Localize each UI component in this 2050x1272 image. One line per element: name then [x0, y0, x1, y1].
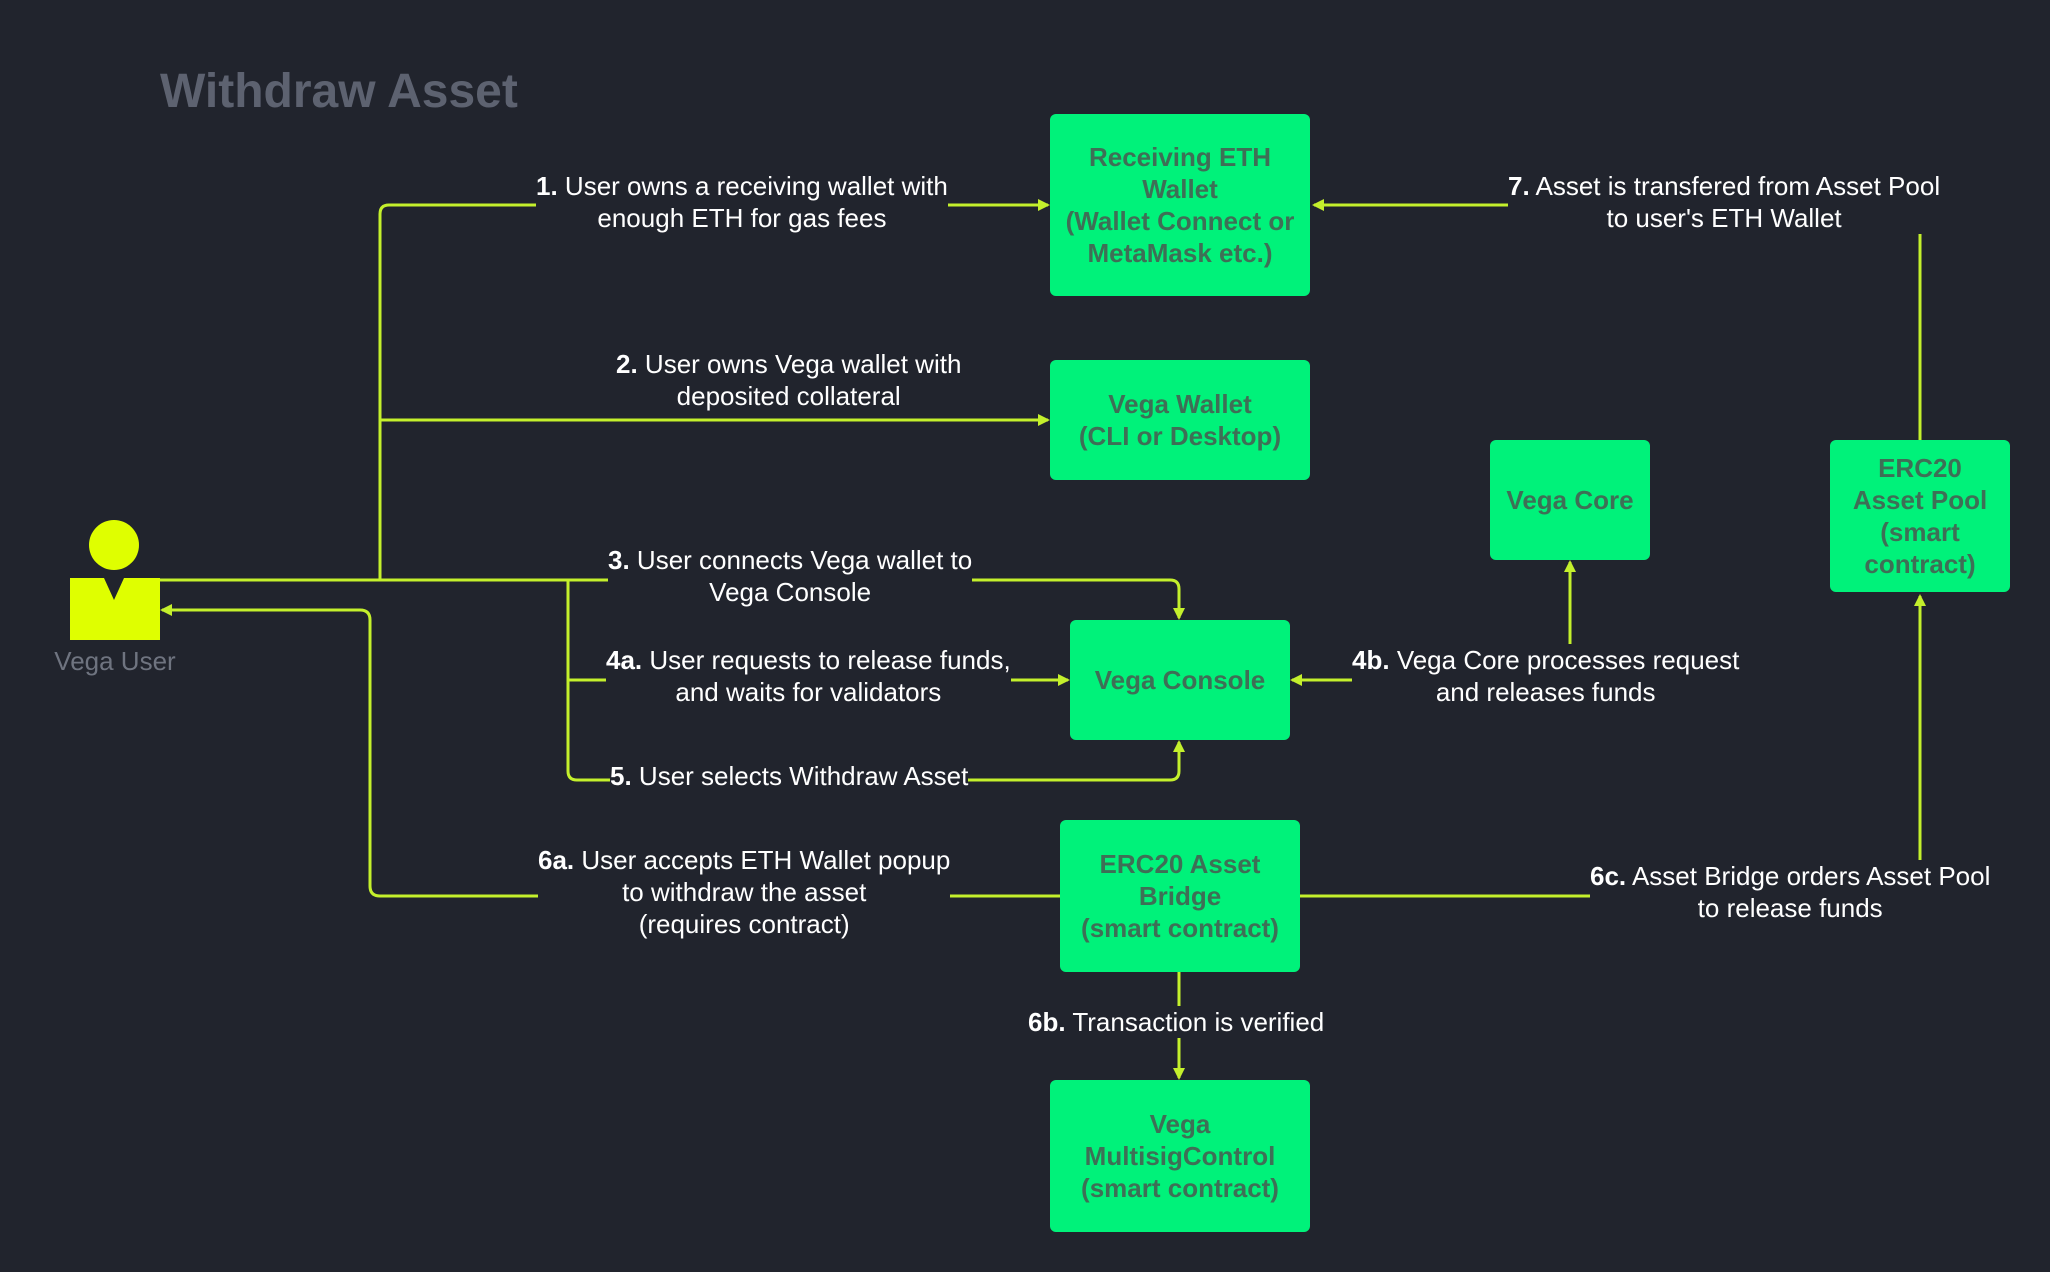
erc20-asset-pool-box: ERC20 Asset Pool (smart contract) — [1830, 440, 2010, 592]
vega-multisig-box: Vega MultisigControl (smart contract) — [1050, 1080, 1310, 1232]
arrow-step-7 — [1312, 199, 1922, 440]
vega-wallet-box: Vega Wallet (CLI or Desktop) — [1050, 360, 1310, 480]
step-3-label: 3. User connects Vega wallet to Vega Con… — [608, 544, 973, 608]
step-6c-label: 6c. Asset Bridge orders Asset Pool to re… — [1590, 860, 1991, 924]
vega-core-box: Vega Core — [1490, 440, 1650, 560]
step-6b-label: 6b. Transaction is verified — [1028, 1006, 1325, 1038]
vega-console-box: Vega Console — [1070, 620, 1290, 740]
step-7-label: 7. Asset is transfered from Asset Pool t… — [1508, 170, 1941, 234]
erc20-asset-bridge-box: ERC20 Asset Bridge (smart contract) — [1060, 820, 1300, 972]
arrow-step-3 — [560, 578, 1185, 620]
receiving-eth-wallet-box: Receiving ETH Wallet (Wallet Connect or … — [1050, 114, 1310, 296]
step-5-label: 5. User selects Withdraw Asset — [610, 760, 969, 792]
step-2-label: 2. User owns Vega wallet with deposited … — [616, 348, 962, 412]
arrow-step-1 — [378, 199, 1050, 580]
step-4b-label: 4b. Vega Core processes request and rele… — [1352, 644, 1740, 708]
arrow-step-6c-line — [1300, 594, 1926, 898]
page-title: Withdraw Asset — [160, 65, 518, 118]
step-6a-label: 6a. User accepts ETH Wallet popup to wit… — [538, 844, 951, 940]
step-4a-label: 4a. User requests to release funds, and … — [606, 644, 1011, 708]
arrow-step-6a — [160, 604, 1060, 898]
step-1-label: 1. User owns a receiving wallet with eno… — [536, 170, 948, 234]
person-icon — [70, 520, 160, 640]
actor-label: Vega User — [54, 646, 176, 676]
